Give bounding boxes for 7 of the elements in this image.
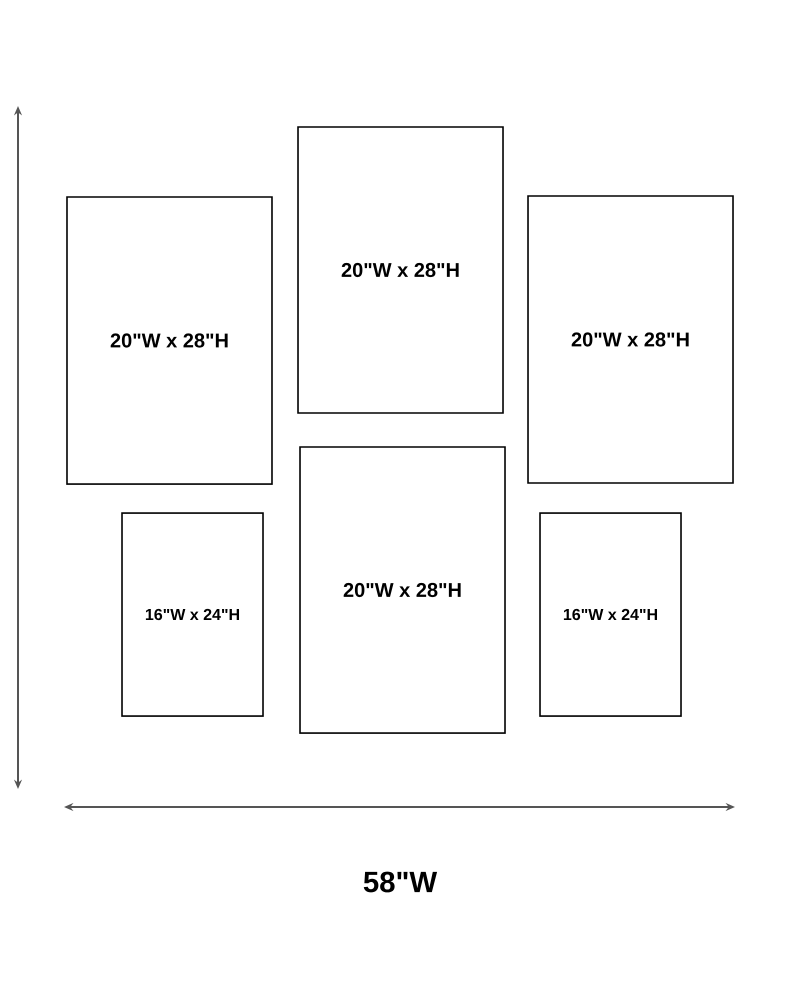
frame-box: 20"W x 28"H: [297, 126, 504, 414]
frame-box: 16"W x 24"H: [121, 512, 264, 717]
frame-box: 20"W x 28"H: [299, 446, 506, 734]
frame-box: 16"W x 24"H: [539, 512, 682, 717]
frame-box: 20"W x 28"H: [527, 195, 734, 484]
dimension-label: 58"W: [364, 872, 438, 892]
frame-box: 20"W x 28"H: [66, 196, 273, 485]
